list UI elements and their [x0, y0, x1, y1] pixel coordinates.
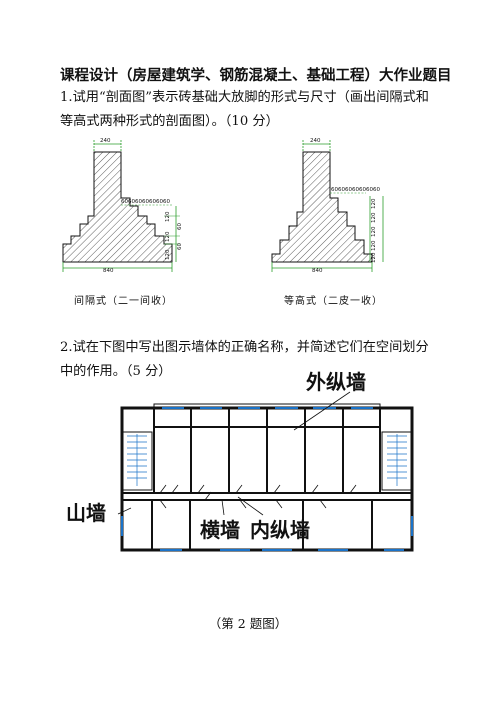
left-step-dims: 60606060606060 — [121, 199, 170, 205]
outer-longitudinal-wall-label: 外纵墙 — [306, 370, 366, 394]
left-side-dim: 120 — [165, 231, 171, 242]
right-bottom-dim: 840 — [312, 268, 323, 274]
figure-2-caption: （第 2 题图） — [208, 616, 288, 631]
left-side-dim: 60 — [177, 223, 183, 230]
right-section-label: 等高式（二皮一收） — [284, 296, 383, 307]
left-foundation-section: 240 840 60606060606060 120 60 120 60 120 — [62, 138, 183, 274]
left-top-dim: 240 — [100, 138, 111, 144]
left-section-label: 间隔式（二一间收） — [74, 296, 173, 307]
left-side-dim: 120 — [165, 211, 171, 222]
right-side-dim: 120 — [371, 252, 377, 263]
right-step-dims: 60606060606060 — [331, 187, 380, 193]
transverse-wall-label: 横墙 — [200, 518, 240, 542]
left-bottom-dim: 840 — [103, 268, 114, 274]
right-side-dim: 120 — [371, 198, 377, 209]
right-side-dim: 120 — [371, 212, 377, 223]
question-2: 2.试在下图中写出图示墙体的正确名称，并简述它们在空间划分中的作用。（5 分） — [60, 340, 429, 379]
left-side-dim: 120 — [165, 249, 171, 260]
left-side-dim: 60 — [177, 243, 183, 250]
floor-plan — [117, 391, 414, 552]
right-foundation-section: 240 840 60606060606060 120 120 120 120 1… — [271, 138, 384, 274]
right-side-dim: 120 — [371, 240, 377, 251]
right-top-dim: 240 — [310, 138, 321, 144]
right-side-dim: 120 — [371, 226, 377, 237]
question-1: 1.试用“剖面图”表示砖基础大放脚的形式与尺寸（画出间隔式和等高式两种形式的剖面… — [60, 90, 429, 129]
page-title: 课程设计（房屋建筑学、钢筋混凝土、基础工程）大作业题目 — [60, 67, 452, 84]
gable-wall-label: 山墙 — [66, 501, 106, 525]
inner-longitudinal-wall-label: 内纵墙 — [250, 518, 310, 542]
